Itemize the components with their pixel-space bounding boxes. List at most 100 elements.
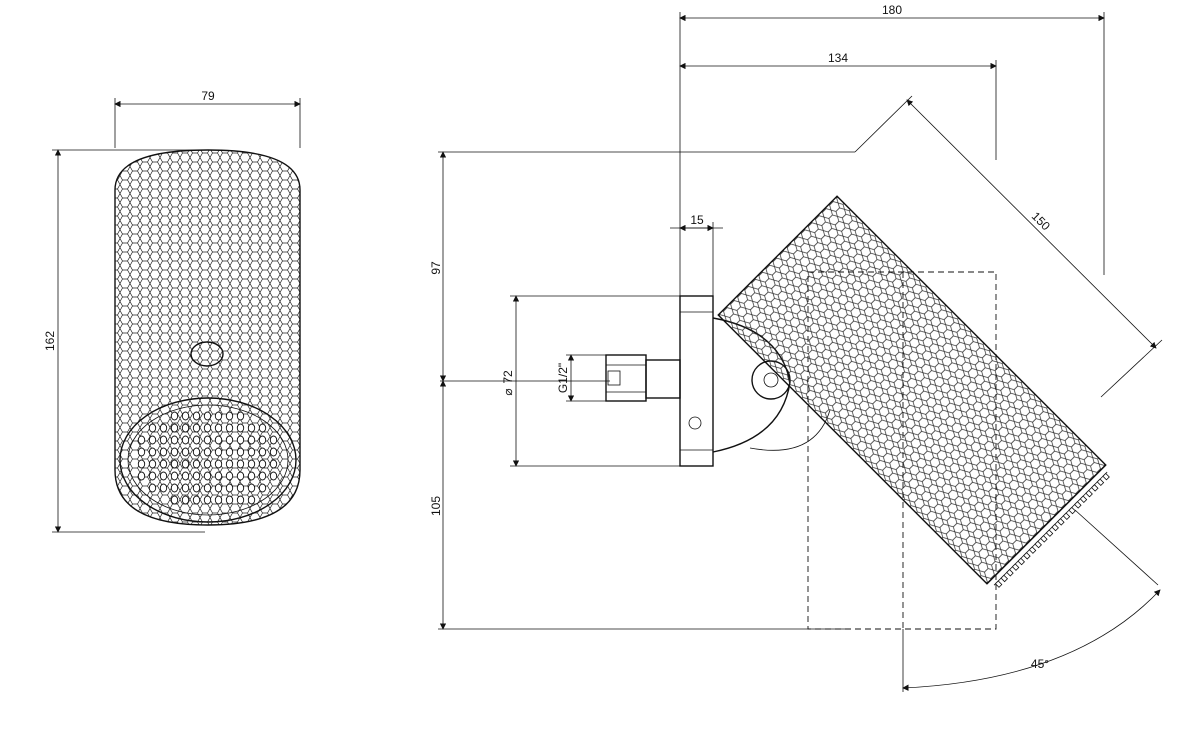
side-nozzle <box>1102 472 1110 481</box>
nozzle <box>181 423 190 433</box>
flange-label: 15 <box>690 213 704 227</box>
side-nozzle <box>1079 495 1088 503</box>
nozzle <box>269 459 278 469</box>
nozzle <box>236 411 245 421</box>
nozzle <box>225 411 234 421</box>
nozzle <box>192 411 201 421</box>
nozzle <box>225 495 234 505</box>
nozzle <box>236 459 245 469</box>
nozzle <box>192 495 201 505</box>
nozzle <box>203 423 212 433</box>
diameter-symbol-icon: ⌀ <box>501 388 515 395</box>
nozzle <box>214 435 223 445</box>
nozzle <box>247 423 256 433</box>
nozzle <box>269 471 278 481</box>
nozzle <box>258 483 267 493</box>
nozzle <box>236 435 245 445</box>
nozzle <box>137 447 146 457</box>
nozzle <box>247 495 256 505</box>
nozzle <box>247 483 256 493</box>
nozzle <box>247 471 256 481</box>
nozzle <box>192 459 201 469</box>
side-nozzle <box>1051 523 1059 532</box>
side-nozzle <box>1062 512 1071 520</box>
nozzle <box>170 495 179 505</box>
nozzle <box>225 471 234 481</box>
nozzle <box>236 447 245 457</box>
nozzle <box>148 471 157 481</box>
length-label: 150 <box>1029 209 1053 233</box>
nozzle <box>258 423 267 433</box>
nozzle <box>236 483 245 493</box>
side-nozzle <box>1091 484 1099 492</box>
nozzle <box>170 411 179 421</box>
nozzle <box>170 471 179 481</box>
nozzle <box>192 483 201 493</box>
nozzle <box>137 435 146 445</box>
thread-dimension: G1/2" <box>556 354 606 402</box>
nozzle <box>192 423 201 433</box>
ghost-position-outline <box>807 271 997 630</box>
nozzle <box>170 447 179 457</box>
nozzle <box>258 471 267 481</box>
front-face-plate <box>119 397 297 523</box>
nozzle <box>181 483 190 493</box>
nozzle <box>214 423 223 433</box>
side-nozzle <box>1068 506 1076 515</box>
thread-connector <box>605 354 681 402</box>
side-nozzle <box>1040 535 1048 543</box>
nozzle <box>214 447 223 457</box>
side-nozzle <box>1000 574 1009 583</box>
diameter-dimension: ⌀ 72 <box>501 295 680 467</box>
nozzle <box>269 435 278 445</box>
nozzle <box>203 435 212 445</box>
nozzle <box>159 471 168 481</box>
nozzle <box>203 411 212 421</box>
nozzle <box>137 471 146 481</box>
side-nozzle <box>1096 478 1105 487</box>
front-height-label: 162 <box>43 331 57 351</box>
nozzle <box>225 459 234 469</box>
nozzle <box>192 471 201 481</box>
wall-flange <box>679 295 714 467</box>
nozzle <box>203 495 212 505</box>
nozzle <box>247 459 256 469</box>
nozzle-grid <box>137 411 278 505</box>
side-nozzle <box>1057 518 1065 526</box>
nozzle <box>148 459 157 469</box>
diameter-label: 72 <box>501 370 515 384</box>
nozzle <box>269 447 278 457</box>
nozzle <box>181 459 190 469</box>
lower-height-label: 105 <box>429 496 443 516</box>
nozzle <box>137 459 146 469</box>
front-view: 79 162 <box>43 89 301 533</box>
side-nozzle <box>994 580 1003 588</box>
nozzle <box>181 435 190 445</box>
nozzle <box>214 495 223 505</box>
nozzle <box>159 423 168 433</box>
body-width-label: 134 <box>828 51 848 65</box>
nozzle <box>192 435 201 445</box>
side-nozzle <box>1028 546 1037 554</box>
flange-dimension: 15 <box>670 213 723 296</box>
nozzle <box>148 483 157 493</box>
upper-height-label: 97 <box>429 261 443 275</box>
nozzle <box>181 471 190 481</box>
thread-label: G1/2" <box>556 363 570 393</box>
nozzle <box>181 411 190 421</box>
front-height-dimension: 162 <box>43 149 205 533</box>
side-nozzle <box>1074 501 1082 509</box>
nozzle <box>236 495 245 505</box>
front-pin-hole <box>190 341 224 367</box>
nozzle <box>148 423 157 433</box>
side-nozzle <box>1023 552 1031 560</box>
nozzle <box>225 483 234 493</box>
front-width-label: 79 <box>201 89 215 103</box>
nozzle <box>258 459 267 469</box>
nozzle <box>225 423 234 433</box>
nozzle <box>236 471 245 481</box>
nozzle <box>236 423 245 433</box>
nozzle <box>203 471 212 481</box>
side-nozzle <box>1085 489 1093 498</box>
nozzle <box>170 435 179 445</box>
